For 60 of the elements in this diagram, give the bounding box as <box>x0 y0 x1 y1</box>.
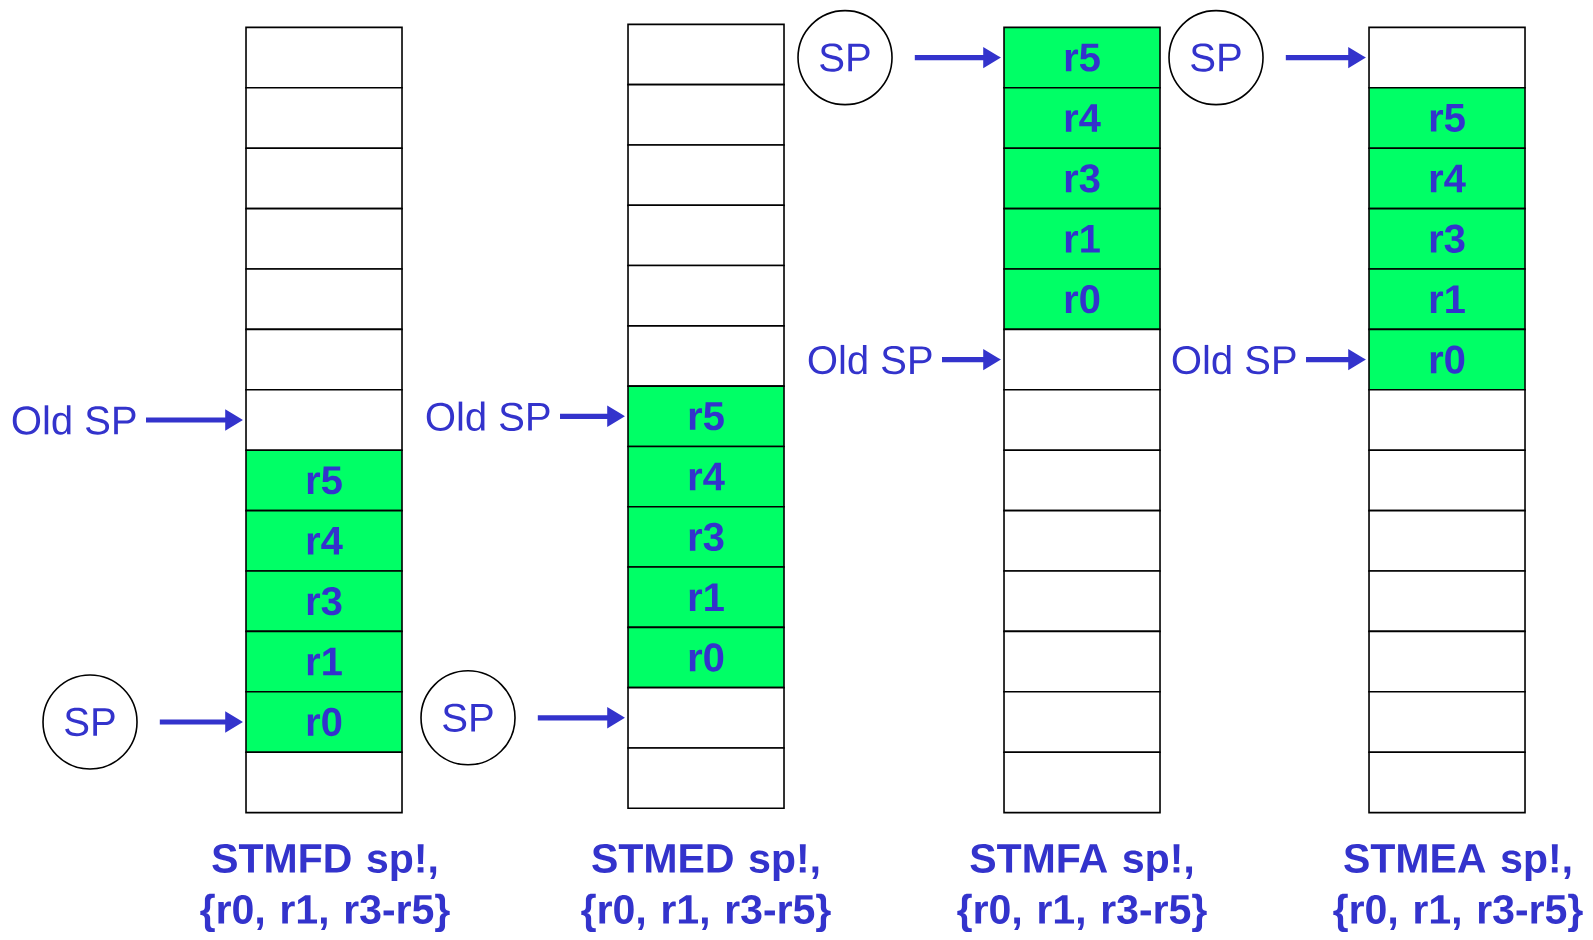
memory-cell <box>1003 449 1161 512</box>
memory-cell <box>1003 630 1161 693</box>
pointer-label: Old SP <box>1172 344 1296 375</box>
memory-cell <box>1368 751 1526 814</box>
pointer-label: Old SP <box>808 344 932 375</box>
register-cell: r0 <box>1368 328 1526 391</box>
register-cell: r0 <box>627 626 785 689</box>
register-cell: r5 <box>1368 87 1526 149</box>
memory-cell <box>627 204 785 267</box>
memory-cell <box>1368 26 1526 89</box>
memory-cell <box>245 328 403 391</box>
memory-cell <box>627 747 785 810</box>
memory-cell <box>1368 630 1526 693</box>
register-cell: r5 <box>1003 26 1161 89</box>
memory-cell <box>627 264 785 327</box>
memory-cell <box>627 144 785 207</box>
memory-cell <box>1368 389 1526 451</box>
memory-cell <box>245 207 403 270</box>
memory-cell <box>1003 509 1161 572</box>
memory-cell <box>1003 389 1161 451</box>
register-cell: r4 <box>627 445 785 508</box>
register-cell: r1 <box>627 566 785 629</box>
instruction-caption: STMEA sp!, {r0, r1, r3-r5} <box>1333 843 1583 933</box>
memory-cell <box>627 83 785 146</box>
memory-cell <box>1003 691 1161 753</box>
register-cell: r5 <box>627 385 785 448</box>
register-cell: r3 <box>627 505 785 568</box>
register-cell: r1 <box>1003 207 1161 270</box>
memory-cell <box>1368 570 1526 633</box>
register-cell: r3 <box>1368 207 1526 270</box>
instruction-caption: STMFD sp!, {r0, r1, r3-r5} <box>200 843 450 933</box>
register-cell: r4 <box>245 509 403 572</box>
memory-cell <box>245 147 403 210</box>
memory-cell <box>245 87 403 149</box>
memory-cell <box>1368 449 1526 512</box>
memory-cell <box>627 23 785 86</box>
register-cell: r1 <box>245 630 403 693</box>
memory-cell <box>1003 570 1161 633</box>
memory-cell <box>627 325 785 387</box>
memory-cell <box>1003 751 1161 814</box>
instruction-caption: STMED sp!, {r0, r1, r3-r5} <box>581 843 831 933</box>
register-cell: r5 <box>245 449 403 512</box>
memory-cell <box>1003 328 1161 391</box>
instruction-caption: STMFA sp!, {r0, r1, r3-r5} <box>957 843 1207 933</box>
register-cell: r1 <box>1368 268 1526 331</box>
memory-cell <box>245 268 403 331</box>
memory-cell <box>245 389 403 451</box>
register-cell: r4 <box>1368 147 1526 210</box>
pointer-label: Old SP <box>426 401 550 431</box>
pointer-label: Old SP <box>12 405 136 435</box>
memory-cell <box>245 26 403 89</box>
register-cell: r0 <box>245 691 403 753</box>
register-cell: r4 <box>1003 87 1161 149</box>
register-cell: r3 <box>245 570 403 633</box>
memory-cell <box>245 751 403 814</box>
memory-cell <box>1368 509 1526 572</box>
memory-cell <box>1368 691 1526 753</box>
memory-cell <box>627 686 785 749</box>
register-cell: r3 <box>1003 147 1161 210</box>
register-cell: r0 <box>1003 268 1161 331</box>
